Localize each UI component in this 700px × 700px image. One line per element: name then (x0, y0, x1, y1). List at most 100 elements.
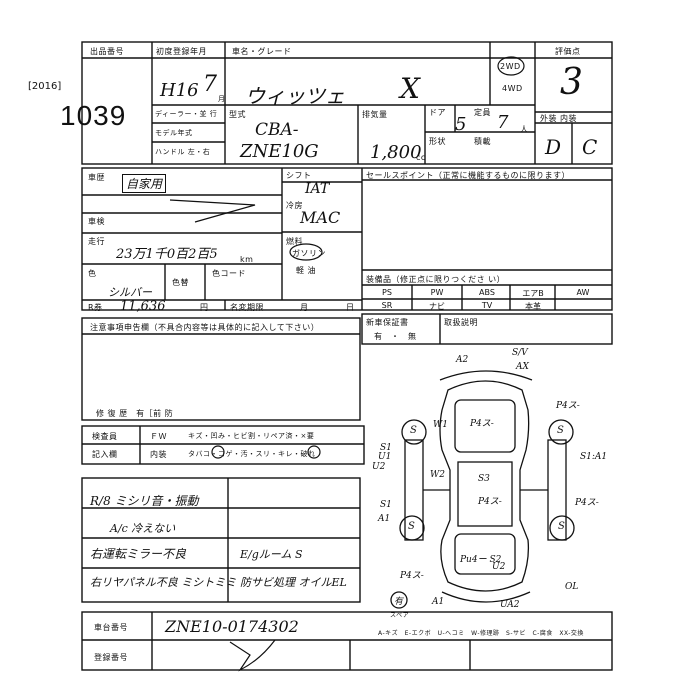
label-color: 色 (88, 269, 97, 278)
mark-s1-mid: S1 (380, 500, 392, 510)
label-doors: ドア (429, 108, 446, 117)
value-displacement: 1,800 (370, 142, 422, 163)
value-katashiki-top: CBA- (255, 120, 299, 140)
mark-a2: A2 (456, 355, 469, 365)
label-notes-header: 注意事項申告欄（不具合内容等は具体的に記入して下さい） (90, 323, 320, 332)
expiry-day: 日 (346, 303, 355, 312)
equip-ps: PS (382, 288, 392, 297)
label-color-change: 色替 (172, 278, 189, 287)
value-era: H16 (160, 80, 199, 101)
value-fuel-other: 軽 油 (296, 266, 317, 275)
equip-tv: TV (481, 301, 493, 310)
mark-p4-center: P4ス- (478, 497, 502, 507)
label-fw: ＦＷ (150, 432, 167, 441)
note-2: A/c 冷えない (110, 522, 176, 535)
label-spare: スペア (390, 612, 410, 619)
equip-sr: SR (381, 301, 393, 310)
label-shift: シフト (286, 171, 312, 180)
note-3: 右運転ミラー不良 (90, 547, 187, 561)
label-sales-point: セールスポイント（正常に機能するものに限ります） (366, 171, 570, 180)
mark-pu4-s2: Pu4ー S2 (460, 555, 502, 565)
label-repair: 修 復 歴 有［前 防 (96, 409, 174, 418)
capacity-unit: 人 (520, 125, 529, 134)
label-naiso-items: タバコ・コゲ・汚・スリ・キレ・破れ (188, 450, 316, 458)
label-fuel: 燃料 (286, 237, 303, 246)
mark-sv: S/V (512, 348, 528, 358)
label-maintenance: 取扱説明 (444, 318, 478, 327)
label-shape: 形状 (429, 137, 446, 146)
note-6: 防サビ処理 オイルEL (240, 576, 347, 589)
equip-airbag: エアB (522, 289, 544, 298)
label-legend: A-キズ E-エクボ U-へコミ W-修理跡 S-サビ C-腐食 XX-交換 (378, 630, 584, 637)
label-inspect-items: キズ・凹み・ヒビ割・リペア済・×要 (188, 432, 315, 440)
label-hyoka: 評価点 (555, 47, 581, 56)
mark-p4-side: P4ス- (575, 498, 599, 508)
label-equipment: 装備品（修正点に限りつくださ い） (366, 275, 506, 284)
label-model-year: モデル年式 (155, 129, 193, 137)
mark-u1: U1 (378, 452, 392, 462)
mark-ol: OL (565, 582, 579, 592)
note-1: R/8 ミシリ音・振動 (90, 494, 199, 508)
drive-2wd: 2WD (500, 62, 521, 71)
value-grade: X (400, 72, 420, 105)
mark-p4-top: P4ス- (470, 419, 494, 429)
value-r-price: 11,636 (120, 299, 166, 314)
label-shuppin-no: 出品番号 (90, 47, 124, 56)
year-tag: [2016] (28, 81, 62, 92)
mark-w1: W1 (433, 420, 448, 430)
label-ari-nashi: 有 ・ 無 (374, 332, 417, 341)
mark-w2: W2 (430, 470, 445, 480)
mark-s-fl: S (410, 425, 417, 436)
label-new-manual: 新車保証書 (366, 318, 409, 327)
label-dealer: ディーラー・並 行 (155, 110, 218, 118)
equip-navi: ナビ (429, 302, 445, 311)
value-interior: C (582, 135, 598, 159)
month-unit: 月 (218, 95, 226, 103)
value-car-name: ウィッツェ (245, 84, 345, 108)
label-mileage: 走行 (88, 237, 105, 246)
value-month: 7 (203, 72, 217, 97)
mark-ua2: UA2 (500, 600, 520, 610)
disp-unit: cc (416, 153, 426, 162)
label-expiry: 名変期限 (230, 303, 264, 312)
label-naiso: 内装 (150, 450, 167, 459)
value-shift: IAT (305, 181, 330, 197)
label-first-reg: 初度登録年月 (156, 47, 207, 56)
mark-spare-yes: 有 (394, 597, 404, 607)
value-katashiki-bottom: ZNE10G (240, 141, 319, 162)
label-capacity: 定員 (474, 108, 491, 117)
value-chassis-no: ZNE10-0174302 (165, 617, 299, 636)
value-doors: 5 (455, 114, 467, 135)
mark-s-rl: S (408, 521, 415, 532)
handwritten-strokes (169, 56, 525, 672)
label-reg-no: 登録番号 (94, 653, 128, 662)
car-diagram (390, 370, 575, 609)
value-exterior: D (545, 135, 562, 159)
mark-s-fr: S (557, 425, 564, 436)
mark-ax: AX (516, 362, 529, 372)
mark-p4-rear: P4ス- (400, 571, 424, 581)
value-history: 自家用 (122, 174, 167, 193)
expiry-month: 月 (300, 303, 309, 312)
mark-u2: U2 (372, 462, 386, 472)
mark-p4-right: P4ス- (556, 401, 580, 411)
label-katashiki: 型式 (229, 110, 246, 119)
equip-pw: PW (430, 288, 444, 297)
label-ext-int: 外装 内装 (540, 114, 578, 123)
label-load: 積載 (474, 137, 491, 146)
equip-leather: 本革 (525, 302, 541, 311)
value-cooler: MAC (300, 208, 341, 227)
label-car-name: 車名・グレード (232, 47, 292, 56)
value-capacity: 7 (497, 112, 509, 133)
value-fuel-selected: ガソリン (292, 249, 326, 258)
mark-s1-left: S1 (380, 443, 392, 453)
value-color: シルバー (108, 286, 152, 299)
label-cooler: 冷房 (286, 201, 303, 210)
label-chassis-no: 車台番号 (94, 623, 128, 632)
r-unit: 円 (200, 303, 209, 312)
label-handle: ハンドル 左・右 (155, 148, 211, 156)
value-score: 3 (560, 62, 583, 103)
equip-abs: ABS (479, 288, 495, 297)
drive-4wd: 4WD (502, 84, 523, 93)
